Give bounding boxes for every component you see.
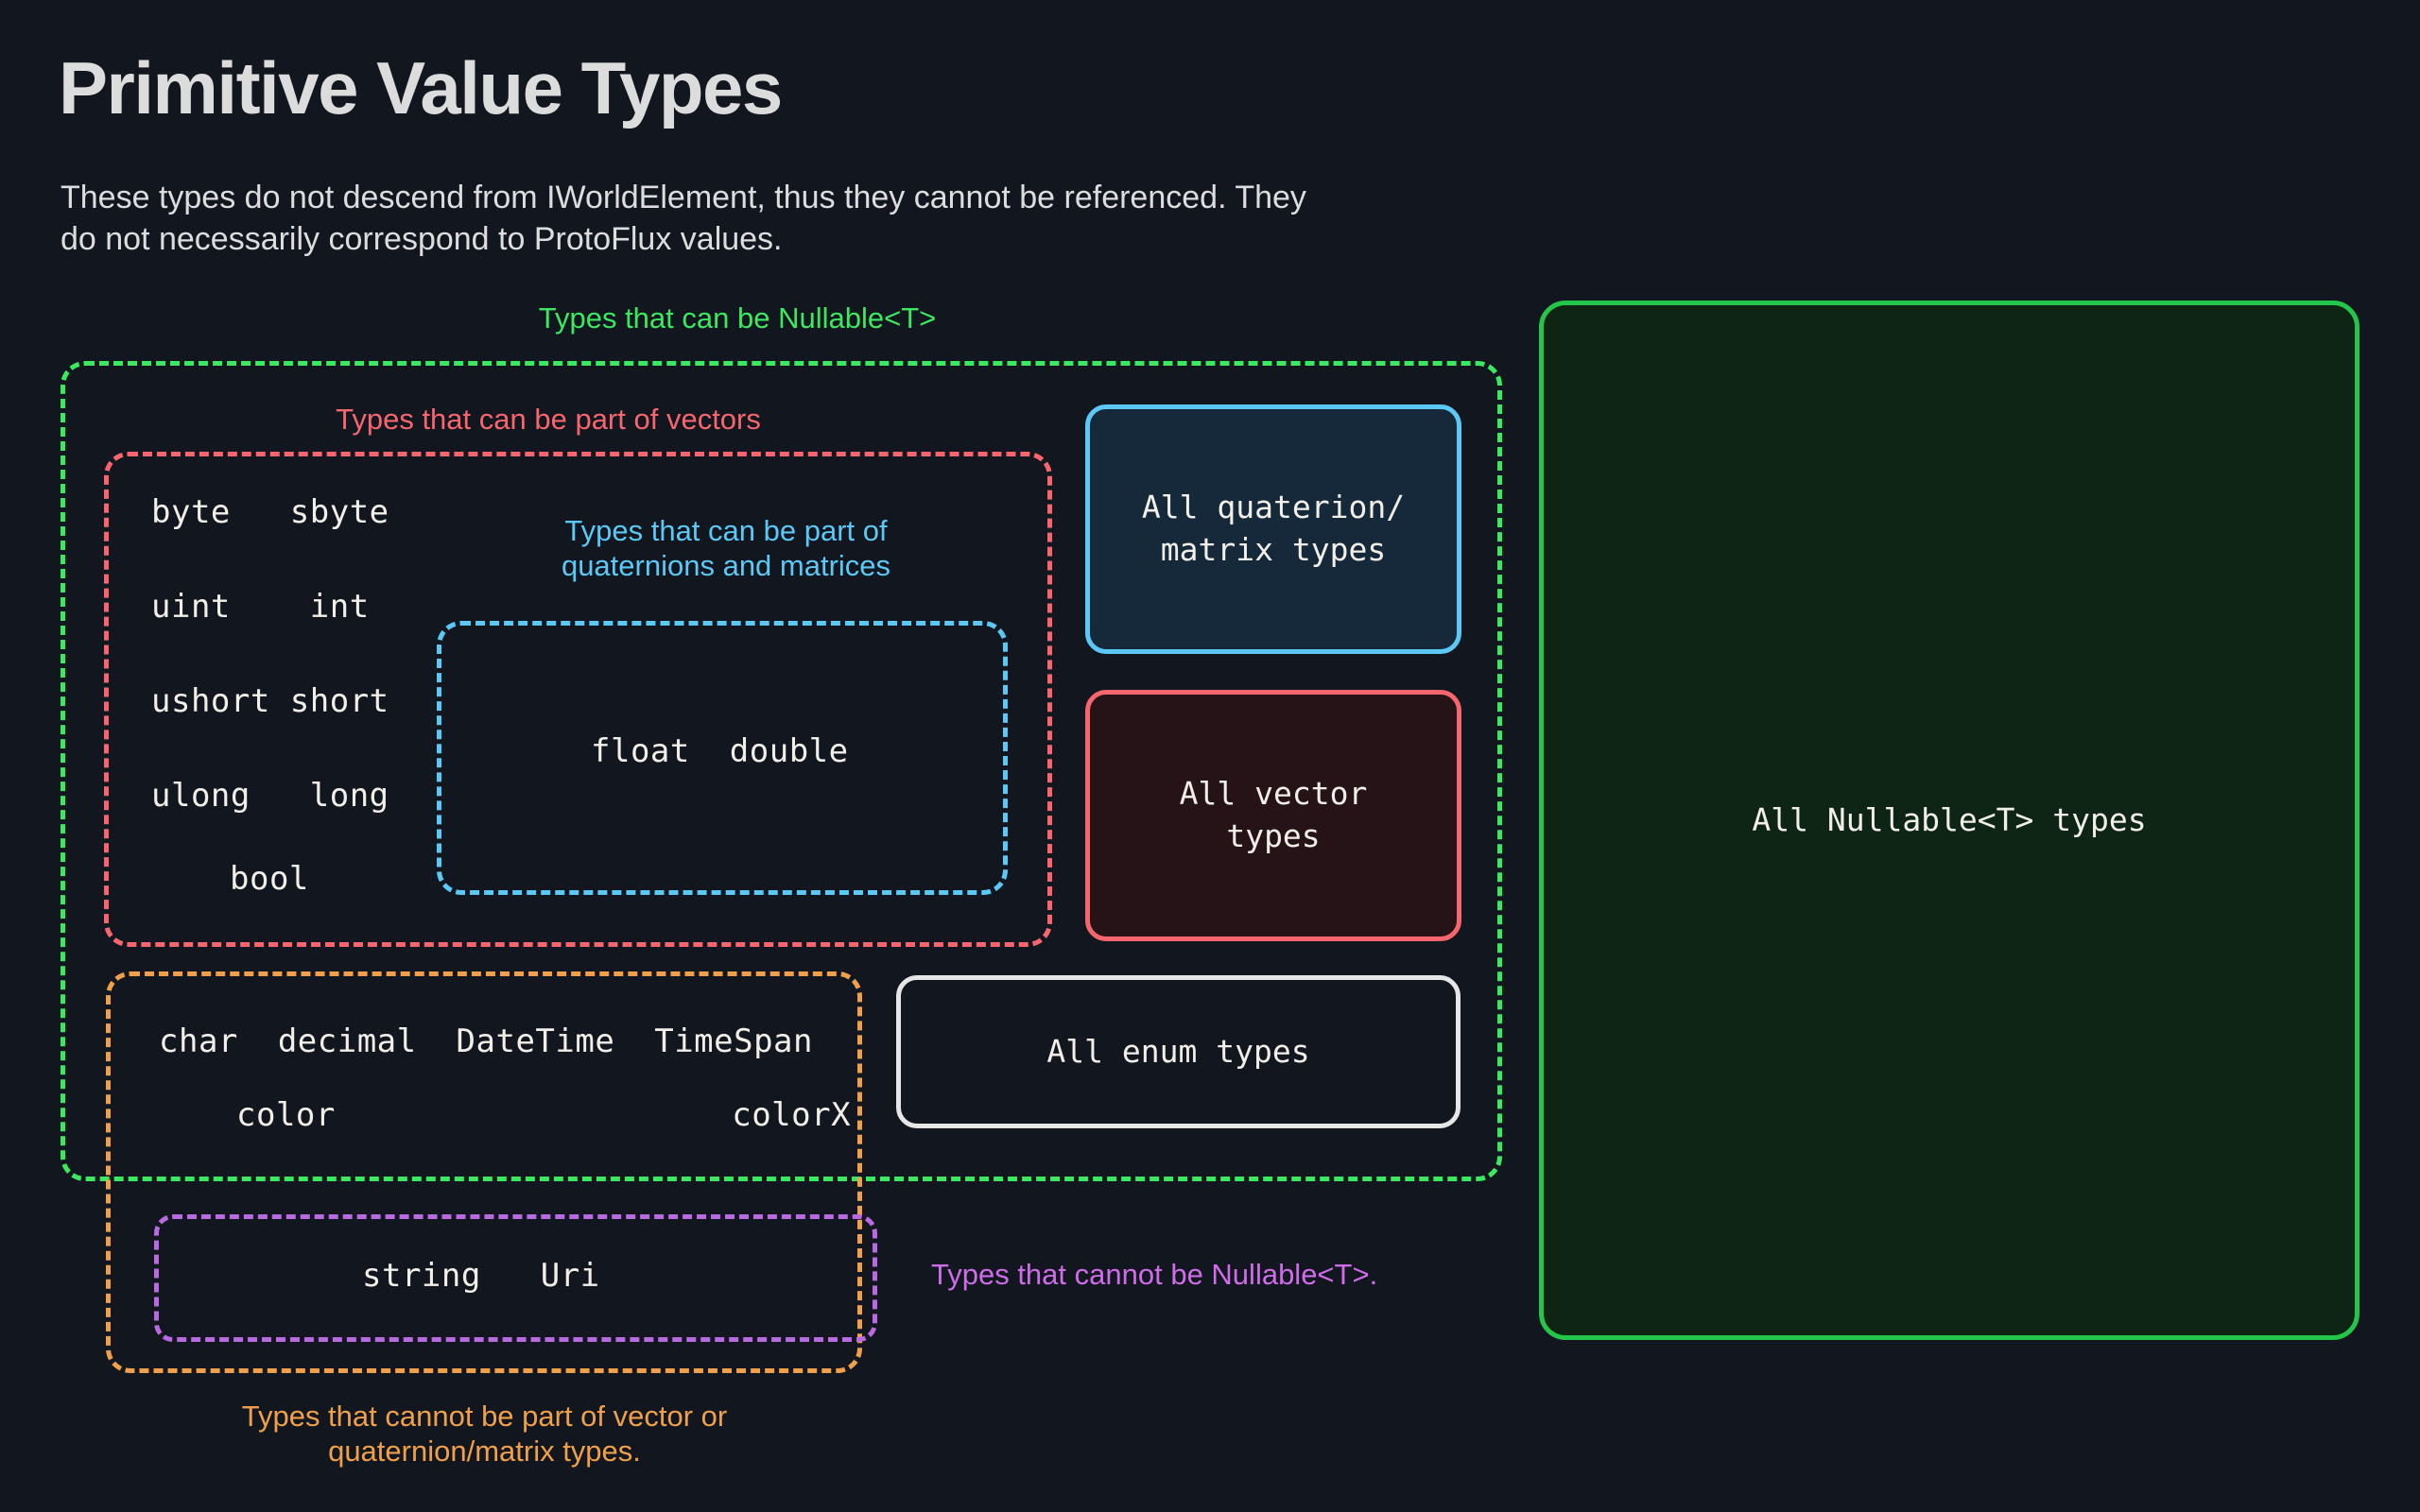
- nullable-capable-group: [60, 361, 1502, 1181]
- all-quaternion-matrix-types-box: All quaterion/ matrix types: [1085, 404, 1461, 654]
- page-title: Primitive Value Types: [59, 46, 783, 129]
- not-nullable-label: Types that cannot be Nullable<T>.: [931, 1258, 1378, 1291]
- all-quaternion-matrix-types-text: All quaterion/ matrix types: [1141, 489, 1406, 568]
- type-row-uint: uint int: [151, 588, 370, 626]
- all-nullable-types-text: All Nullable<T> types: [1752, 800, 2147, 838]
- type-row-ushort: ushort short: [151, 682, 389, 720]
- all-vector-types-text: All vector types: [1179, 775, 1368, 854]
- all-enum-types-text: All enum types: [1046, 1032, 1310, 1070]
- type-row-ulong: ulong long: [151, 777, 389, 815]
- all-enum-types-box: All enum types: [896, 975, 1461, 1128]
- all-vector-types-box: All vector types: [1085, 690, 1461, 941]
- type-row-char-decimal: char decimal DateTime TimeSpan: [159, 1022, 814, 1060]
- type-row-bool: bool: [230, 860, 309, 898]
- not-nullable-group: [154, 1214, 877, 1342]
- type-row-byte: byte sbyte: [151, 493, 389, 531]
- vector-capable-group: [104, 452, 1052, 947]
- type-row-float-double: float double: [591, 732, 849, 770]
- type-row-color: color colorX: [236, 1096, 852, 1134]
- quaternion-matrix-capable-group: [437, 621, 1008, 895]
- all-nullable-types-box: All Nullable<T> types: [1539, 301, 2360, 1340]
- page-subtitle: These types do not descend from IWorldEl…: [60, 180, 1306, 257]
- type-row-string-uri: string Uri: [362, 1257, 600, 1295]
- vector-capable-label: Types that can be part of vectors: [336, 403, 761, 436]
- quaternion-matrix-capable-label: Types that can be part of quaternions an…: [561, 514, 891, 583]
- not-vector-capable-label: Types that cannot be part of vector or q…: [241, 1400, 728, 1469]
- nullable-capable-label: Types that can be Nullable<T>: [538, 301, 937, 335]
- not-vector-capable-group: [106, 971, 862, 1373]
